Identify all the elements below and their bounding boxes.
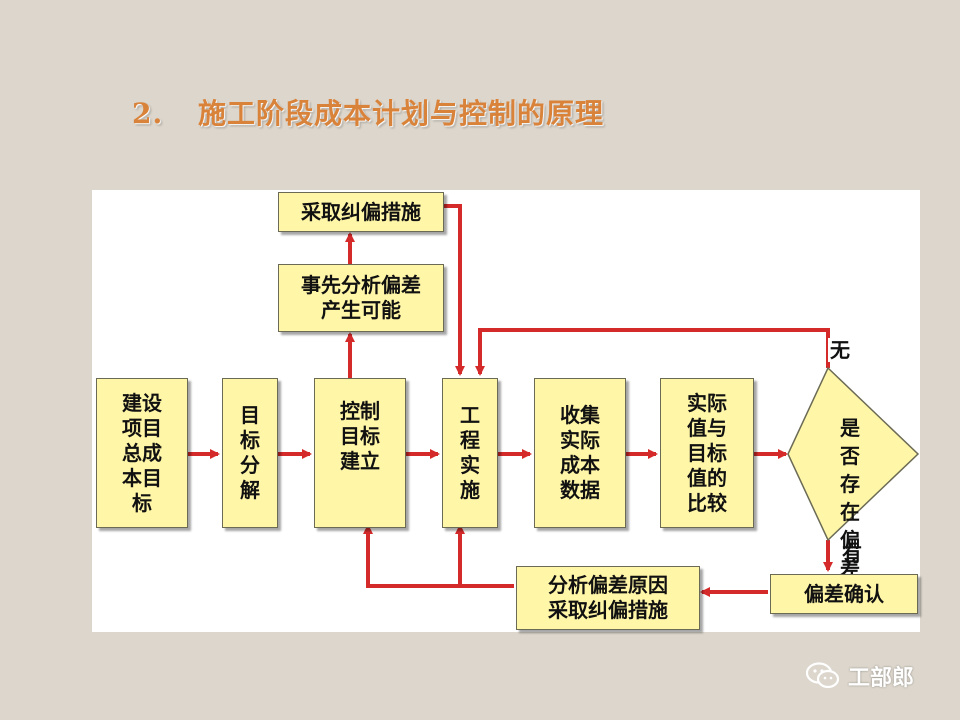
label-none: 无 — [828, 338, 852, 362]
arrow-none-loop — [475, 328, 830, 376]
diagram-panel: 采取纠偏措施 事先分析偏差 产生可能 建设 项目 总成 本目 标 目 标 分 解… — [92, 190, 920, 632]
wechat-icon — [806, 662, 840, 689]
collect-data-box: 收集 实际 成本 数据 — [534, 378, 626, 528]
decision-diamond — [787, 366, 920, 542]
corrective-measures-box: 采取纠偏措施 — [278, 192, 444, 232]
arrow-corrective-to-implement — [444, 204, 465, 376]
watermark: 工部郎 — [806, 660, 914, 692]
page-title: 2. 施工阶段成本计划与控制的原理 — [132, 92, 652, 136]
label-yes: 有 — [842, 542, 862, 566]
watermark-text: 工部郎 — [848, 666, 915, 691]
title-number: 2. — [132, 97, 164, 130]
analysis-box: 分析偏差原因 采取纠偏措施 — [516, 566, 700, 630]
comparison-box: 实际 值与 目标 值的 比较 — [660, 378, 754, 528]
preanalysis-box: 事先分析偏差 产生可能 — [278, 264, 444, 332]
project-implementation-box: 工 程 实 施 — [442, 378, 498, 528]
project-cost-target-box: 建设 项目 总成 本目 标 — [96, 378, 188, 528]
connector-arrows — [188, 204, 920, 597]
title-text: 施工阶段成本计划与控制的原理 — [198, 97, 605, 130]
deviation-confirm-box: 偏差确认 — [770, 574, 918, 614]
target-decomposition-box: 目 标 分 解 — [222, 378, 278, 528]
control-target-box: 控制 目标 建立 — [314, 378, 406, 528]
arrow-analysis-to-establish — [363, 524, 514, 588]
